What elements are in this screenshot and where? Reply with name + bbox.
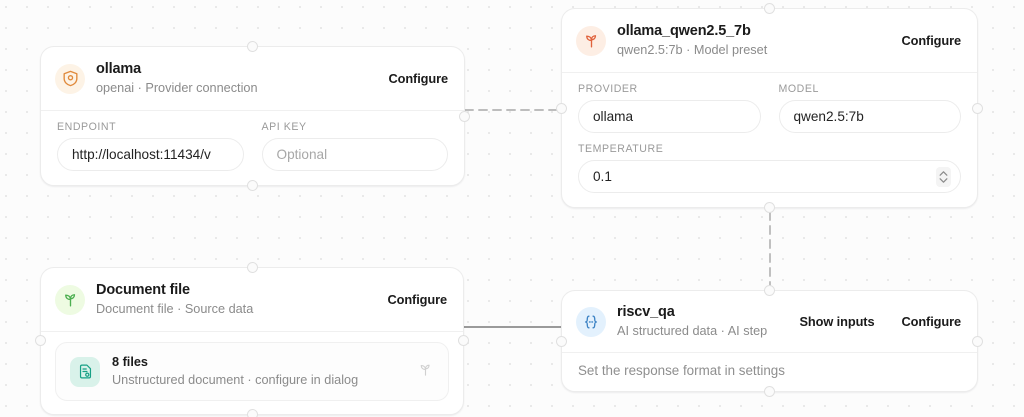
endpoint-input[interactable]: http://localhost:11434/v [57,138,244,172]
node-subtitle: qwen2.5:7b · Model preset [617,43,768,58]
document-icon [70,356,100,387]
node-subtitle: Document file · Source data [96,302,254,317]
handle-bottom[interactable] [246,408,258,417]
node-header: ollama openai · Provider connection Conf… [41,47,464,110]
node-body: 8 files Unstructured document · configur… [41,331,463,414]
field-model: MODEL qwen2.5:7b [778,83,961,134]
field-label: PROVIDER [578,83,638,96]
handle-top[interactable] [764,285,775,296]
node-title: Document file [96,282,190,298]
field-endpoint: ENDPOINT http://localhost:11434/v [57,121,244,172]
handle-bottom[interactable] [764,386,775,398]
subcard-title: 8 files [112,355,148,370]
node-titles: ollama openai · Provider connection [96,60,377,97]
node-ollama-qwen-preset[interactable]: ollama_qwen2.5_7b qwen2.5:7b · Model pre… [556,3,983,214]
handle-bottom[interactable] [247,180,258,192]
node-subtitle: openai · Provider connection [96,81,258,96]
sprout-icon [55,284,85,315]
field-row: PROVIDER ollama MODEL qwen2.5:7b [578,83,961,134]
handle-right[interactable] [459,110,470,122]
field-label: TEMPERATURE [578,143,664,156]
subcard-texts: 8 files Unstructured document · configur… [112,354,405,389]
node-titles: Document file Document file · Source dat… [96,281,376,318]
node-header: ollama_qwen2.5_7b qwen2.5:7b · Model pre… [562,9,977,72]
node-subtitle: AI structured data · AI step [617,324,768,339]
handle-right[interactable] [972,102,983,114]
sprout-icon [417,361,434,383]
field-api-key: API KEY Optional [261,121,448,172]
sprout-icon [576,25,606,56]
field-label: API KEY [261,121,307,134]
handle-top[interactable] [247,41,258,52]
response-format-hint: Set the response format in settings [562,352,977,391]
configure-button[interactable]: Configure [387,292,447,308]
handle-left[interactable] [556,335,567,347]
node-ollama-provider[interactable]: ollama openai · Provider connection Conf… [40,41,470,192]
shield-icon [55,63,85,94]
configure-button[interactable]: Configure [388,71,448,87]
handle-bottom[interactable] [764,202,775,214]
handle-top[interactable] [246,262,258,273]
field-temperature: TEMPERATURE 0.1 [578,143,961,194]
subcard-subtitle: Unstructured document · configure in dia… [112,372,359,387]
field-row: ENDPOINT http://localhost:11434/v API KE… [57,121,448,172]
configure-button[interactable]: Configure [901,314,961,330]
handle-right[interactable] [972,335,983,347]
field-label: ENDPOINT [57,121,117,134]
node-actions: Configure [901,33,961,48]
node-title: ollama [96,61,142,77]
node-title: riscv_qa [617,304,675,320]
node-actions: Configure [388,71,448,86]
node-document-file-source[interactable]: Document file Document file · Source dat… [35,262,469,417]
temperature-stepper[interactable] [936,166,951,187]
node-actions: Show inputs Configure [800,314,962,329]
field-provider: PROVIDER ollama [578,83,761,134]
api-key-input[interactable]: Optional [261,138,448,172]
braces-icon [576,306,606,337]
field-label: MODEL [778,83,819,96]
handle-left[interactable] [35,335,46,347]
temperature-value: 0.1 [593,169,612,185]
node-titles: riscv_qa AI structured data · AI step [617,303,789,340]
node-titles: ollama_qwen2.5_7b qwen2.5:7b · Model pre… [617,22,890,59]
temperature-input[interactable]: 0.1 [578,160,961,194]
files-subcard[interactable]: 8 files Unstructured document · configur… [55,342,449,401]
node-header: Document file Document file · Source dat… [41,268,463,331]
handle-right[interactable] [458,335,469,347]
node-body: PROVIDER ollama MODEL qwen2.5:7b TEMPERA… [562,72,977,207]
handle-top[interactable] [764,3,775,14]
provider-input[interactable]: ollama [578,100,761,134]
show-inputs-button[interactable]: Show inputs [799,314,875,330]
node-title: ollama_qwen2.5_7b [617,23,751,39]
model-input[interactable]: qwen2.5:7b [778,100,961,134]
node-header: riscv_qa AI structured data · AI step Sh… [562,291,977,352]
handle-left[interactable] [556,102,567,114]
node-body: ENDPOINT http://localhost:11434/v API KE… [41,110,464,185]
node-riscv-qa-step[interactable]: riscv_qa AI structured data · AI step Sh… [556,285,983,398]
node-actions: Configure [387,292,447,307]
configure-button[interactable]: Configure [901,33,961,49]
